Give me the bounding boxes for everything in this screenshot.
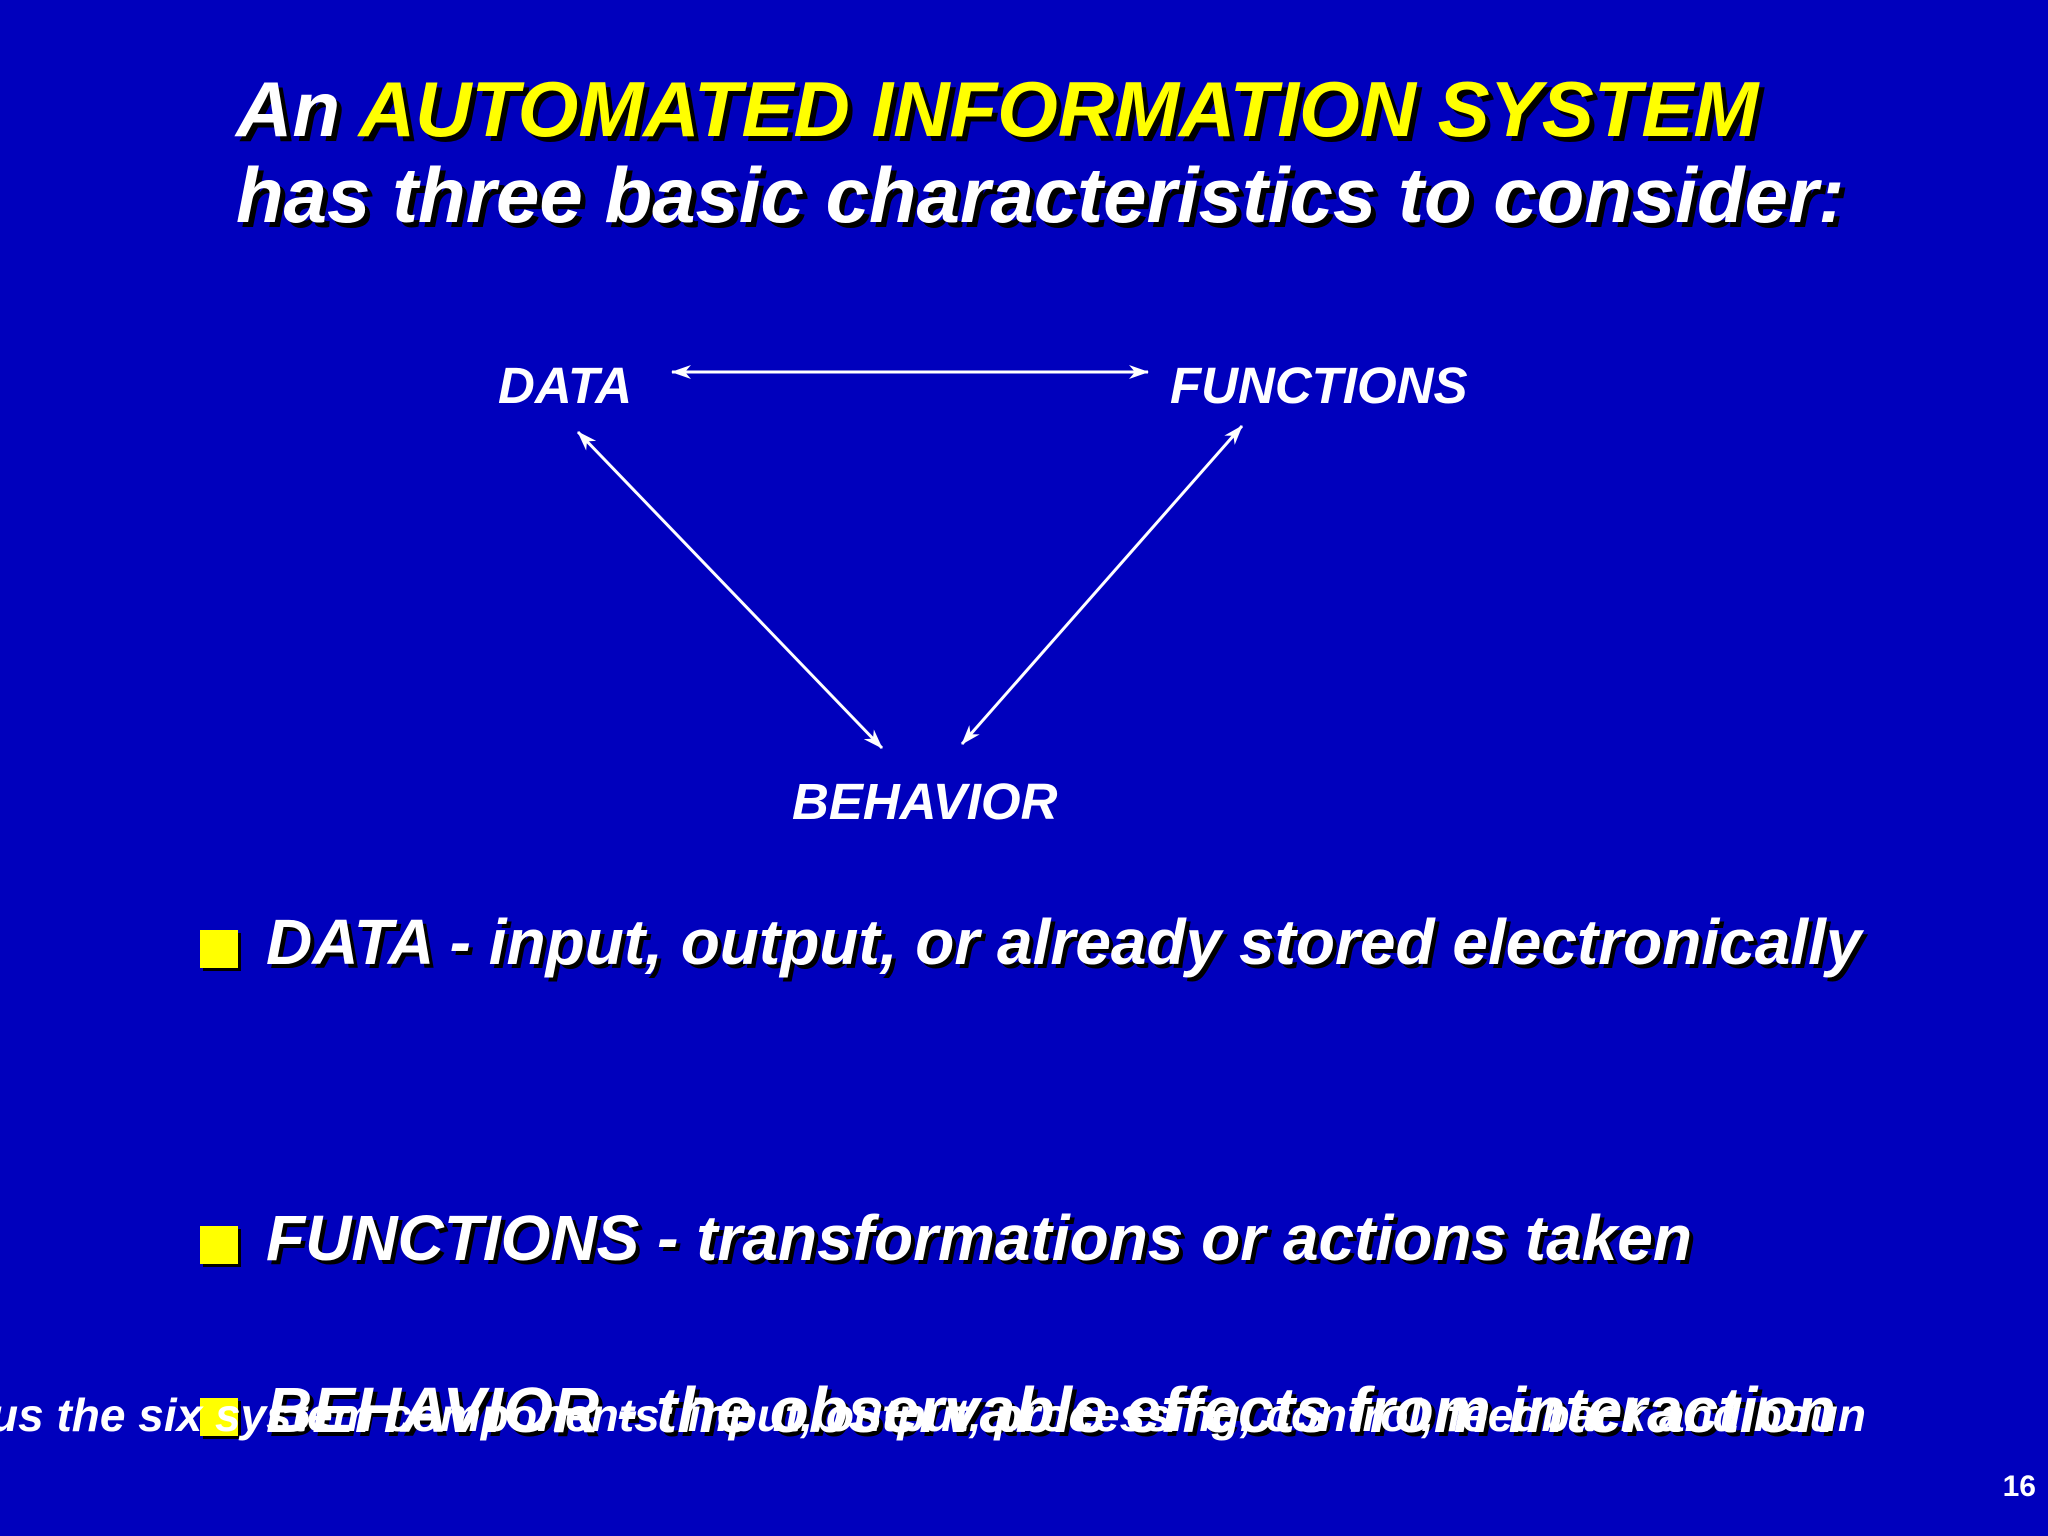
title-rest: has three basic characteristics to consi… <box>236 151 1845 239</box>
title-prefix: An <box>236 65 359 153</box>
arrow-functions-behavior <box>960 425 1244 745</box>
footnote-text: us the six system components: input, out… <box>0 1389 1866 1441</box>
bullet-text: DATA - input, output, or already stored … <box>266 906 1862 978</box>
square-bullet-icon <box>200 1398 238 1436</box>
arrow-data-behavior <box>576 430 884 750</box>
square-bullet-icon <box>200 1226 238 1264</box>
node-functions: FUNCTIONS <box>1170 357 1468 414</box>
slide-title: An AUTOMATED INFORMATION SYSTEM has thre… <box>236 66 1936 238</box>
node-data: DATA <box>498 357 633 414</box>
title-highlight: AUTOMATED INFORMATION SYSTEM <box>358 65 1759 153</box>
square-bullet-icon <box>200 930 238 968</box>
page-number: 16 <box>2002 1470 2036 1503</box>
bullet-text: FUNCTIONS - transformations or actions t… <box>266 1202 1692 1274</box>
bullet-text: BEHAVIOR - the observable effects from i… <box>266 1374 1836 1446</box>
node-behavior: BEHAVIOR <box>792 773 1058 830</box>
